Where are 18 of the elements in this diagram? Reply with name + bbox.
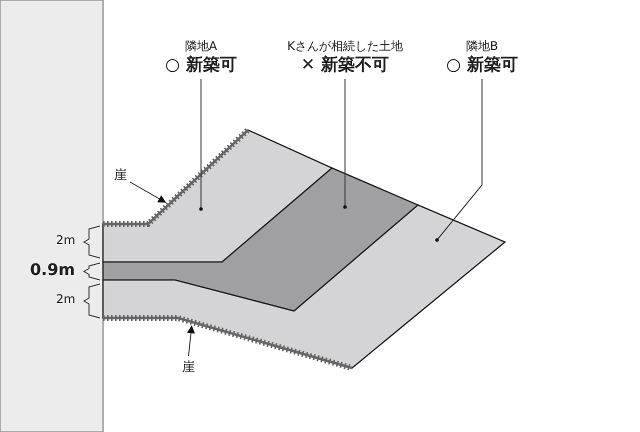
dimension-label: 2m <box>56 292 76 306</box>
parcel-name: Kさんが相続した土地 <box>286 38 404 54</box>
arrow <box>186 325 195 356</box>
land-parcel <box>102 167 420 312</box>
leader-line <box>199 78 203 211</box>
building-status: ✕ 新築不可 <box>300 54 390 76</box>
cliff-label: 崖 <box>114 166 127 184</box>
parcel-name: 隣地B <box>464 38 500 54</box>
building-status: ○ 新築可 <box>164 54 238 76</box>
leader-line <box>343 78 347 209</box>
arrow <box>130 182 166 203</box>
dimension-label: 0.9m <box>30 260 76 279</box>
dimension-label: 2m <box>56 233 76 247</box>
cliff-label: 崖 <box>182 358 195 376</box>
leader-line <box>435 78 482 242</box>
building-status: ○ 新築可 <box>445 54 519 76</box>
land-parcel <box>102 129 334 263</box>
parcel-name: 隣地A <box>184 38 218 54</box>
